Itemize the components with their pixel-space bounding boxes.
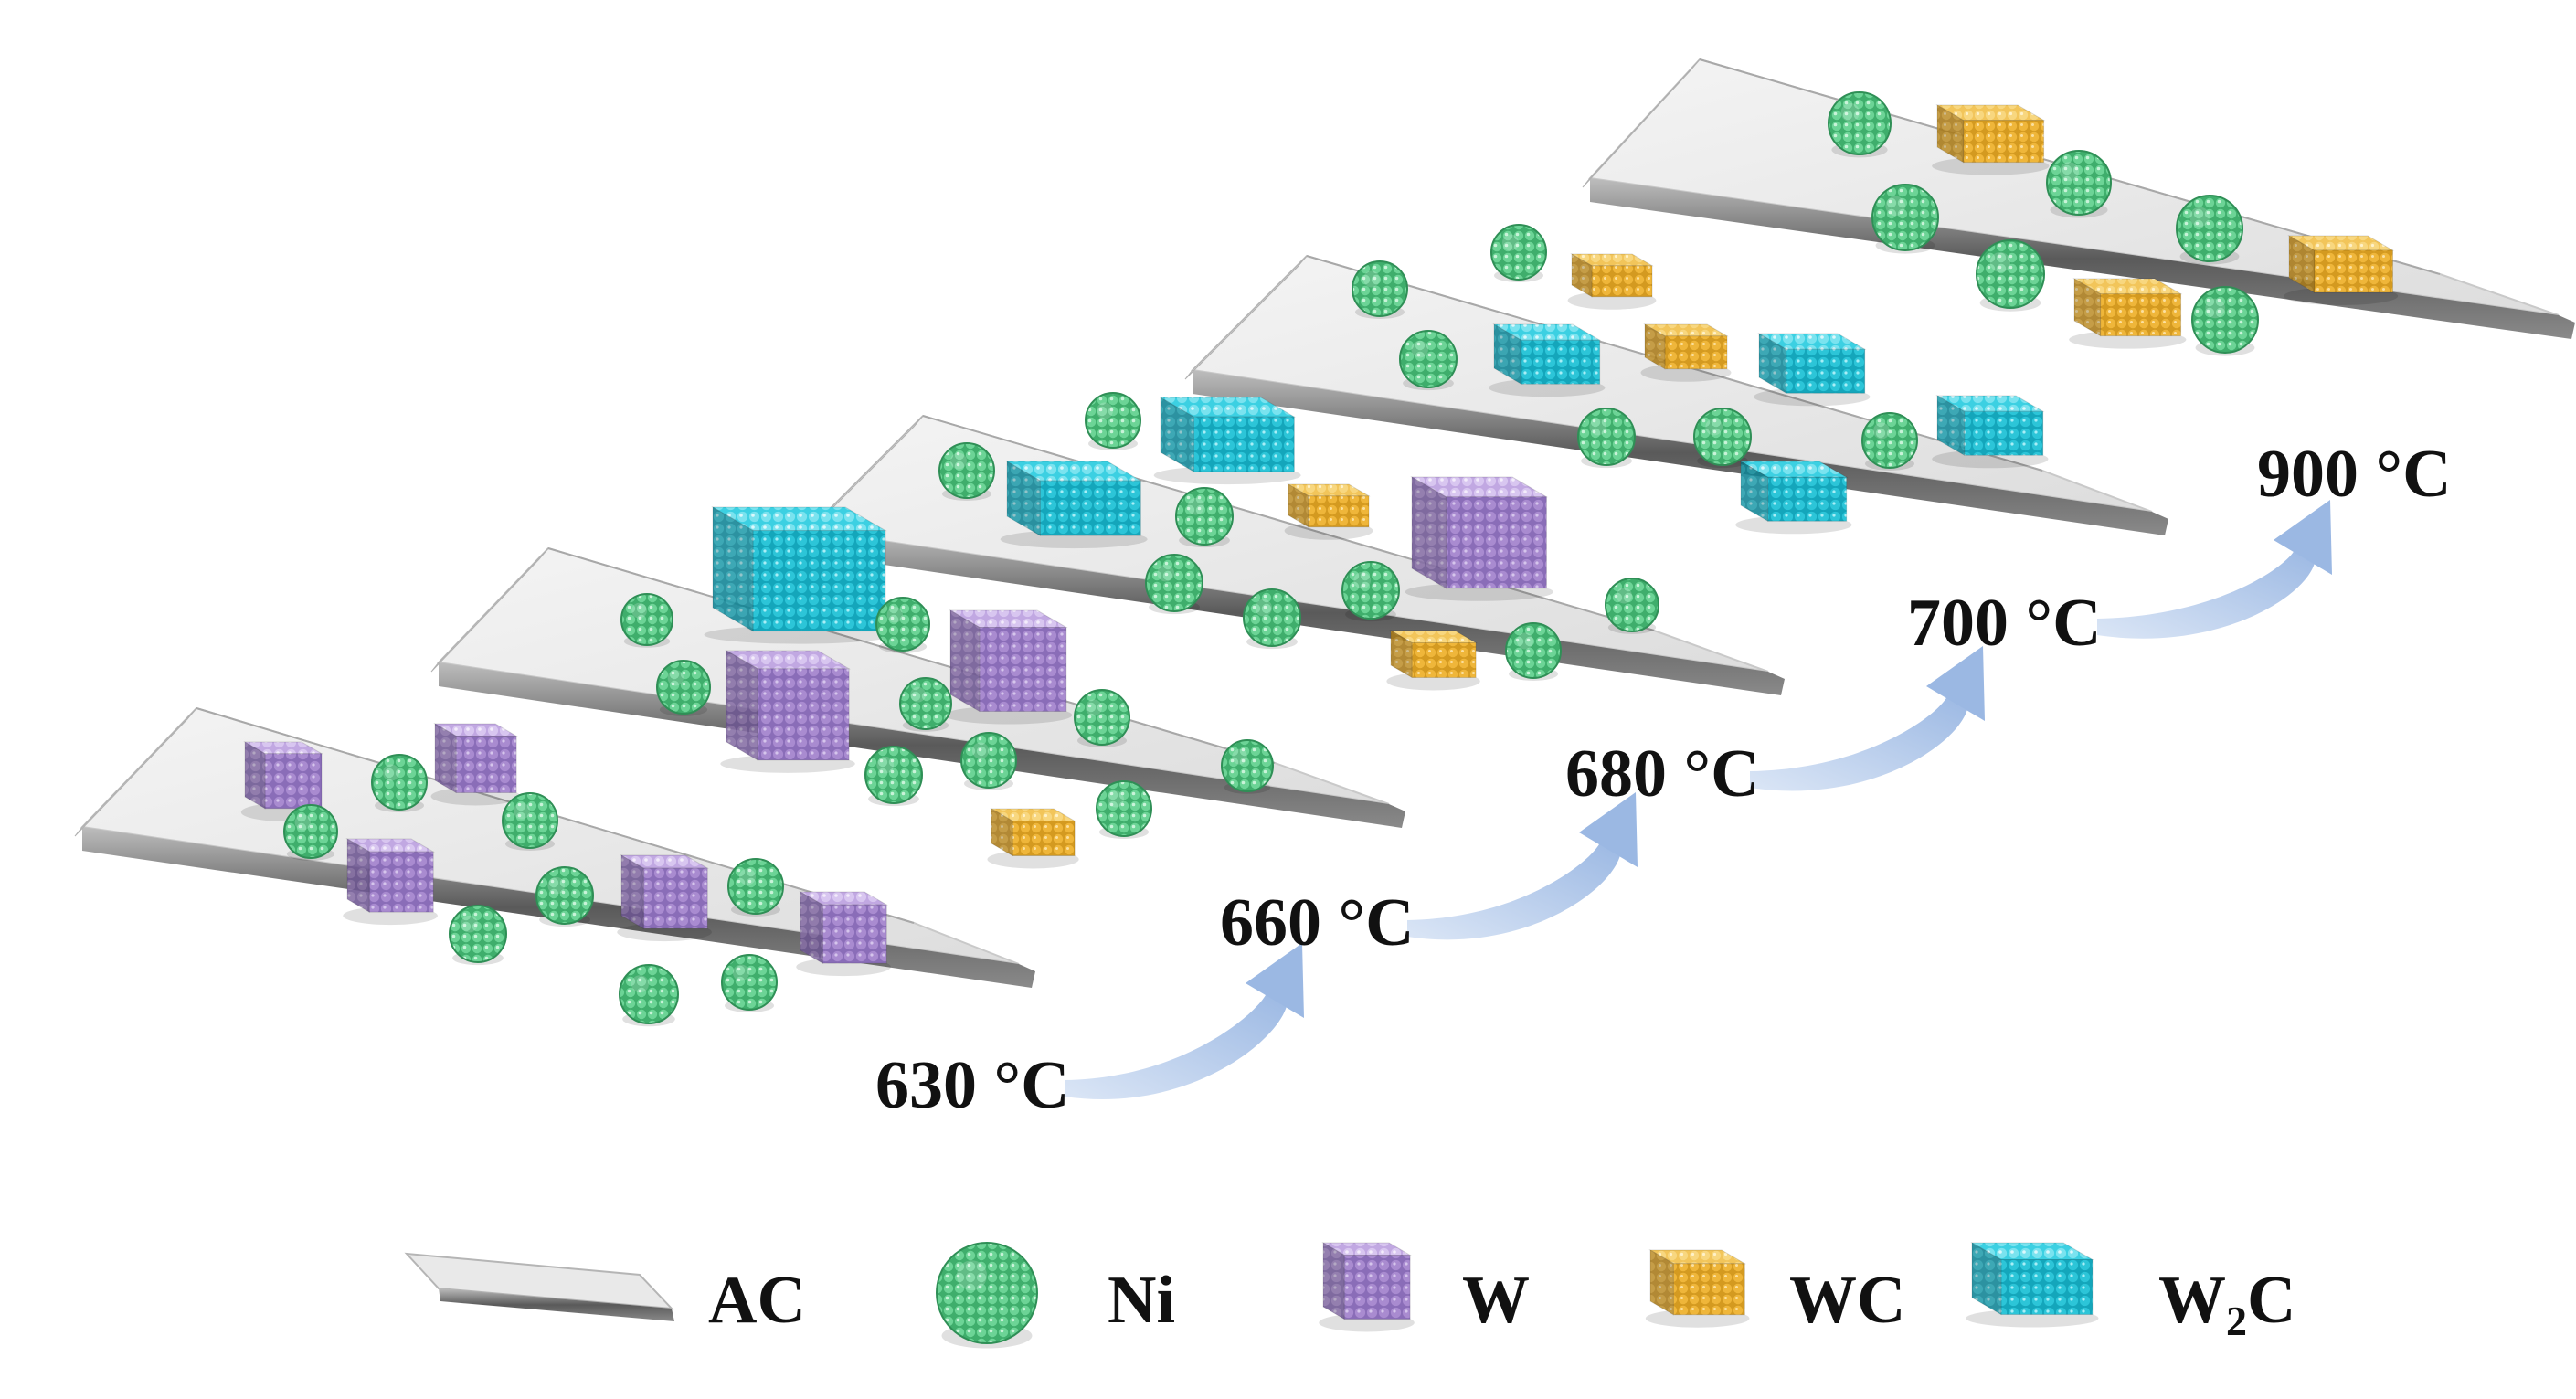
legend-icon-ni bbox=[936, 1242, 1038, 1349]
ni-particle bbox=[620, 593, 673, 648]
w-particle bbox=[240, 741, 326, 821]
legend: AC Ni W WC W2C bbox=[404, 1242, 2295, 1349]
ni-particle bbox=[864, 746, 923, 807]
temperature-arrows bbox=[1065, 500, 2332, 1100]
ni-particle bbox=[1096, 780, 1152, 839]
w-particle bbox=[430, 723, 521, 806]
arrow-700-900 bbox=[2097, 500, 2332, 639]
legend-label-w: W bbox=[1462, 1263, 1530, 1338]
temperature-label-630: 630 °C bbox=[875, 1048, 1070, 1123]
ni-particle bbox=[2191, 286, 2259, 356]
ni-particle bbox=[1577, 408, 1636, 469]
w-particle bbox=[343, 838, 438, 926]
ni-particle bbox=[1828, 91, 1892, 158]
ni-particle bbox=[1341, 561, 1400, 622]
wc-particle bbox=[1640, 323, 1732, 382]
ni-particle bbox=[875, 597, 930, 653]
particles bbox=[240, 91, 2399, 1027]
w2c-particle bbox=[1489, 323, 1606, 397]
w2c-particle bbox=[1932, 395, 2049, 469]
w-particle bbox=[617, 854, 712, 942]
ni-particle bbox=[960, 732, 1017, 790]
temperature-label-680: 680 °C bbox=[1565, 737, 1760, 811]
legend-icon-w2c bbox=[1966, 1242, 2099, 1328]
arrow-660-680 bbox=[1407, 792, 1638, 940]
ni-particle bbox=[1505, 622, 1562, 681]
w2c-particle bbox=[1735, 461, 1852, 535]
w2c-particle bbox=[1000, 461, 1148, 549]
wc-particle bbox=[987, 808, 1079, 869]
legend-icon-w bbox=[1319, 1242, 1415, 1332]
wc-particle bbox=[1386, 630, 1480, 691]
ni-particle bbox=[502, 792, 558, 851]
ni-particle bbox=[535, 866, 594, 927]
legend-label-ni: Ni bbox=[1108, 1263, 1175, 1338]
ni-particle bbox=[1074, 689, 1130, 747]
ni-particle bbox=[1693, 408, 1752, 469]
w-particle bbox=[796, 891, 891, 977]
wc-particle bbox=[2284, 235, 2399, 305]
w2c-particle bbox=[1153, 397, 1301, 485]
ni-particle bbox=[899, 677, 952, 732]
temperature-label-660: 660 °C bbox=[1220, 885, 1415, 960]
ni-particle bbox=[1605, 578, 1659, 634]
ni-particle bbox=[1861, 412, 1918, 471]
w2c-particle bbox=[1754, 333, 1871, 407]
ni-particle bbox=[1145, 554, 1203, 615]
ni-particle bbox=[1490, 224, 1547, 282]
ni-particle bbox=[1175, 487, 1234, 548]
ni-particle bbox=[449, 905, 507, 966]
w2c-particle bbox=[704, 506, 895, 644]
wc-particle bbox=[2069, 278, 2187, 349]
legend-label-wc: WC bbox=[1789, 1263, 1905, 1338]
w-particle bbox=[1405, 476, 1553, 601]
wc-particle bbox=[1284, 483, 1373, 540]
legend-label-ac: AC bbox=[708, 1263, 806, 1338]
wc-particle bbox=[1932, 104, 2050, 175]
legend-icon-wc bbox=[1645, 1249, 1750, 1328]
w-particle bbox=[720, 650, 855, 773]
temperature-label-700: 700 °C bbox=[1907, 586, 2102, 661]
ni-particle bbox=[2046, 150, 2112, 218]
wc-particle bbox=[1567, 253, 1657, 310]
ni-particle bbox=[1399, 330, 1458, 391]
arrow-680-700 bbox=[1750, 646, 1985, 791]
ni-particle bbox=[1243, 588, 1301, 650]
legend-label-w2c: W2C bbox=[2158, 1263, 2295, 1344]
ni-particle bbox=[371, 754, 428, 812]
ni-particle bbox=[721, 954, 778, 1012]
temperature-label-900: 900 °C bbox=[2257, 437, 2452, 512]
ni-particle bbox=[1352, 260, 1408, 319]
ni-particle bbox=[1976, 239, 2045, 312]
legend-icon-ac bbox=[404, 1252, 674, 1321]
ni-particle bbox=[1221, 739, 1274, 794]
ni-particle bbox=[619, 964, 679, 1027]
ni-particle bbox=[727, 858, 784, 917]
ni-particle bbox=[656, 660, 711, 716]
w-particle bbox=[944, 609, 1073, 725]
ni-particle bbox=[283, 804, 338, 861]
legend-icons bbox=[404, 1242, 2099, 1349]
ni-particle bbox=[1085, 392, 1141, 450]
ni-particle bbox=[1871, 184, 1939, 254]
ni-particle bbox=[2176, 195, 2243, 265]
arrow-630-660 bbox=[1065, 943, 1304, 1100]
ni-particle bbox=[938, 442, 995, 501]
